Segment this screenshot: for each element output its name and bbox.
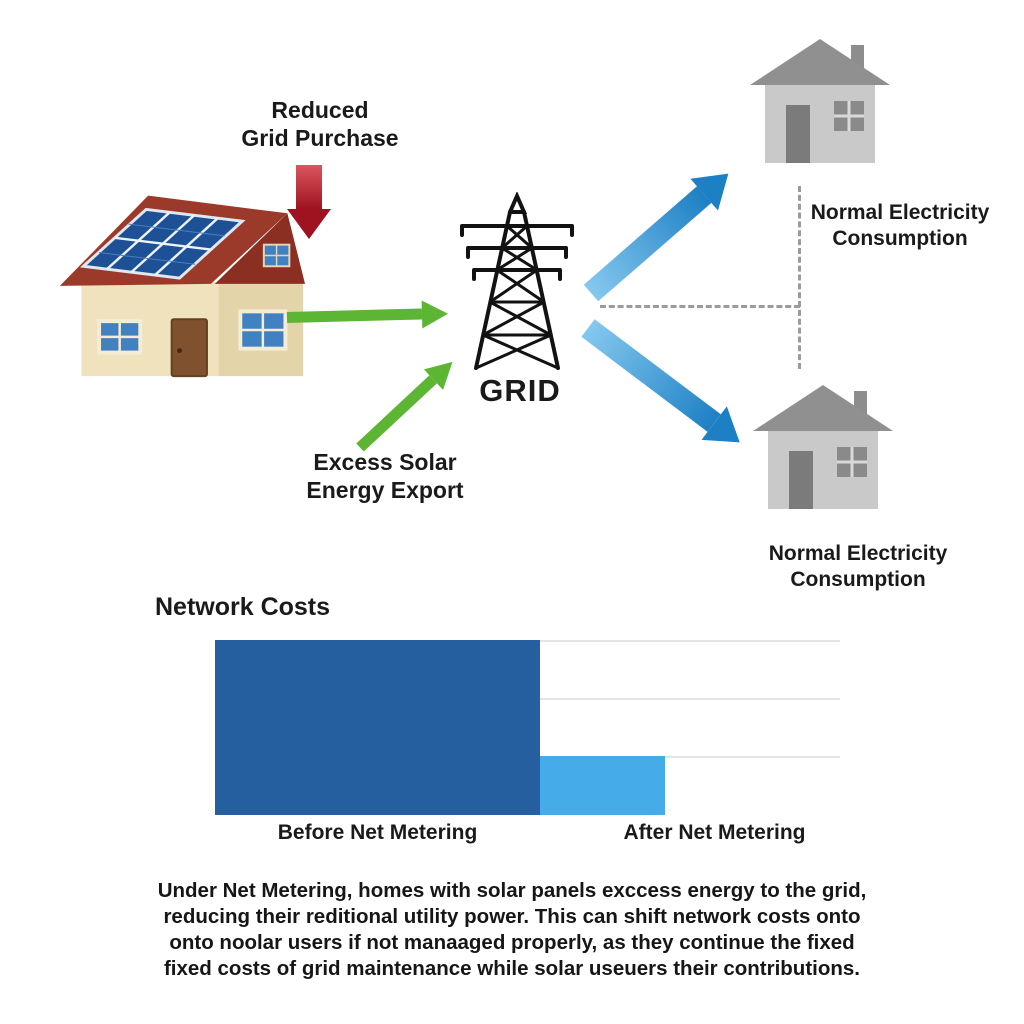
network-costs-chart <box>215 640 840 815</box>
door <box>789 451 813 509</box>
grid-to-house-bottom-arrow-icon <box>581 319 721 432</box>
chart-title: Network Costs <box>155 593 331 621</box>
reduced-grid-purchase-label: Reduced Grid Purchase <box>241 97 399 152</box>
window <box>837 447 867 477</box>
dashed-connector-vertical <box>798 186 801 369</box>
bar-label-before: Before Net Metering <box>277 821 478 844</box>
tower-peak <box>508 192 528 214</box>
solar-house-icon <box>59 195 306 378</box>
house-door <box>170 318 208 378</box>
normal-consumption-bottom-label: Normal Electricity Consumption <box>768 542 948 591</box>
gable-window <box>262 243 291 268</box>
grid-label: GRID <box>479 373 561 408</box>
tower-lattice <box>475 224 559 370</box>
normal-consumption-top-label: Normal Electricity Consumption <box>810 201 990 250</box>
door <box>786 105 810 163</box>
tower-crossarm-1 <box>460 224 574 237</box>
roof <box>750 39 890 85</box>
roof <box>753 385 893 431</box>
excess-export-arrow-icon <box>356 375 437 452</box>
bar-after-net-metering <box>540 755 665 815</box>
house-window-right <box>238 309 288 351</box>
house-to-grid-arrow-icon <box>286 308 423 323</box>
tower-crossarm-2 <box>466 246 568 259</box>
solar-panel-array <box>80 207 246 280</box>
consumer-house-top-icon <box>750 39 890 163</box>
house-window-left <box>97 319 143 355</box>
bar-before-net-metering <box>215 640 540 815</box>
tower-crossarm-3 <box>472 268 562 281</box>
grid-to-house-top-arrow-icon <box>583 186 712 302</box>
caption-text: Under Net Metering, homes with solar pan… <box>157 879 867 981</box>
consumer-house-bottom-icon <box>753 385 893 509</box>
dashed-connector-horizontal <box>600 305 800 308</box>
bar-label-after: After Net Metering <box>623 821 806 844</box>
transmission-tower-icon <box>460 192 574 370</box>
excess-solar-export-label: Excess Solar Energy Export <box>306 449 464 504</box>
tower-legs <box>474 210 560 370</box>
window <box>834 101 864 131</box>
